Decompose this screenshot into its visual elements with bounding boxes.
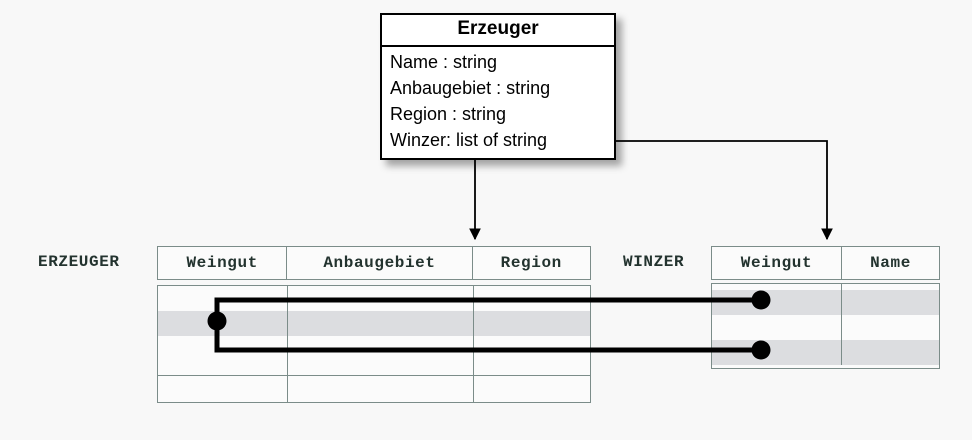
table-header-erzeuger: Weingut Anbaugebiet Region bbox=[157, 246, 591, 280]
uml-attribute-name: Name : string bbox=[390, 51, 498, 72]
table-row[interactable] bbox=[158, 311, 590, 336]
table-cell bbox=[474, 286, 590, 311]
row-separator bbox=[158, 375, 590, 376]
table-cell bbox=[288, 336, 474, 376]
table-cell bbox=[474, 376, 590, 402]
arrow-winzer-attribute-to-winzer-table bbox=[601, 140, 833, 241]
table-cell bbox=[158, 336, 288, 376]
table-row[interactable] bbox=[712, 315, 939, 340]
uml-attribute-list: Name : string Anbaugebiet : string Regio… bbox=[382, 47, 614, 158]
column-header-erzeuger-anbaugebiet: Anbaugebiet bbox=[287, 247, 473, 279]
table-cell bbox=[474, 311, 590, 336]
uml-class-title: Erzeuger bbox=[382, 15, 614, 47]
table-body-winzer bbox=[711, 283, 940, 369]
table-cell bbox=[288, 311, 474, 336]
table-row[interactable] bbox=[158, 286, 590, 311]
uml-attribute-anbaugebiet: Anbaugebiet : string bbox=[390, 77, 551, 98]
table-cell bbox=[474, 336, 590, 376]
column-header-winzer-weingut: Weingut bbox=[712, 247, 842, 279]
table-label-erzeuger: ERZEUGER bbox=[38, 253, 120, 271]
table-row[interactable] bbox=[158, 376, 590, 402]
column-header-erzeuger-weingut: Weingut bbox=[158, 247, 288, 279]
column-header-erzeuger-region: Region bbox=[500, 254, 562, 272]
uml-class-box-erzeuger: Erzeuger Name : string Anbaugebiet : str… bbox=[380, 13, 616, 160]
table-cell bbox=[842, 315, 939, 340]
table-cell bbox=[842, 340, 939, 365]
table-row[interactable] bbox=[712, 340, 939, 365]
table-row-spacer bbox=[712, 284, 939, 290]
uml-attribute-region: Region : string bbox=[390, 103, 507, 124]
table-body-erzeuger bbox=[157, 285, 591, 403]
table-label-winzer: WINZER bbox=[623, 253, 685, 271]
table-cell bbox=[158, 311, 288, 336]
uml-attribute-winzer: Winzer: list of string bbox=[390, 129, 548, 150]
table-cell bbox=[288, 286, 474, 311]
table-row[interactable] bbox=[712, 290, 939, 315]
table-cell bbox=[158, 286, 288, 311]
table-cell bbox=[288, 376, 474, 402]
table-cell bbox=[712, 315, 842, 340]
column-header-winzer-name: Name bbox=[870, 254, 911, 272]
table-cell bbox=[712, 284, 842, 290]
table-cell bbox=[712, 290, 842, 315]
table-cell bbox=[712, 340, 842, 365]
table-header-winzer: Weingut Name bbox=[711, 246, 940, 280]
table-cell bbox=[158, 376, 288, 402]
table-row[interactable] bbox=[158, 336, 590, 376]
table-cell bbox=[842, 290, 939, 315]
